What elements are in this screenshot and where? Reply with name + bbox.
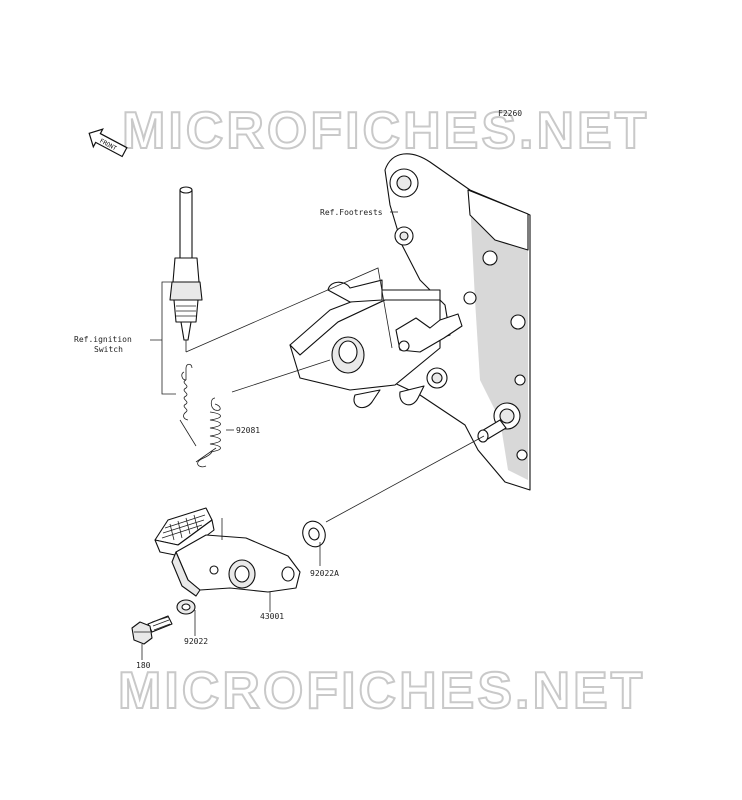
label-ref-ignition-line2: Switch — [94, 345, 123, 354]
label-180: 180 — [136, 661, 151, 670]
label-92022: 92022 — [184, 637, 208, 646]
frame-bracket — [289, 153, 531, 491]
spring-92081 — [197, 397, 221, 468]
label-ref-footrests: Ref.Footrests — [320, 208, 383, 217]
diagram-code: F2260 — [498, 109, 522, 118]
washer-92022A — [302, 520, 326, 548]
label-92022A: 92022A — [310, 569, 339, 578]
label-92081: 92081 — [236, 426, 260, 435]
ignition-switch — [169, 186, 203, 352]
watermark-top: MICROFICHES.NET — [122, 102, 649, 160]
bolt-180 — [131, 615, 173, 645]
label-43001: 43001 — [260, 612, 284, 621]
leader-lines — [141, 211, 485, 660]
watermark-bottom: MICROFICHES.NET — [118, 662, 645, 720]
brake-pedal — [154, 507, 301, 597]
small-spring — [181, 363, 193, 421]
label-ref-ignition-line1: Ref.ignition — [74, 335, 132, 344]
washer-92022 — [176, 599, 196, 615]
